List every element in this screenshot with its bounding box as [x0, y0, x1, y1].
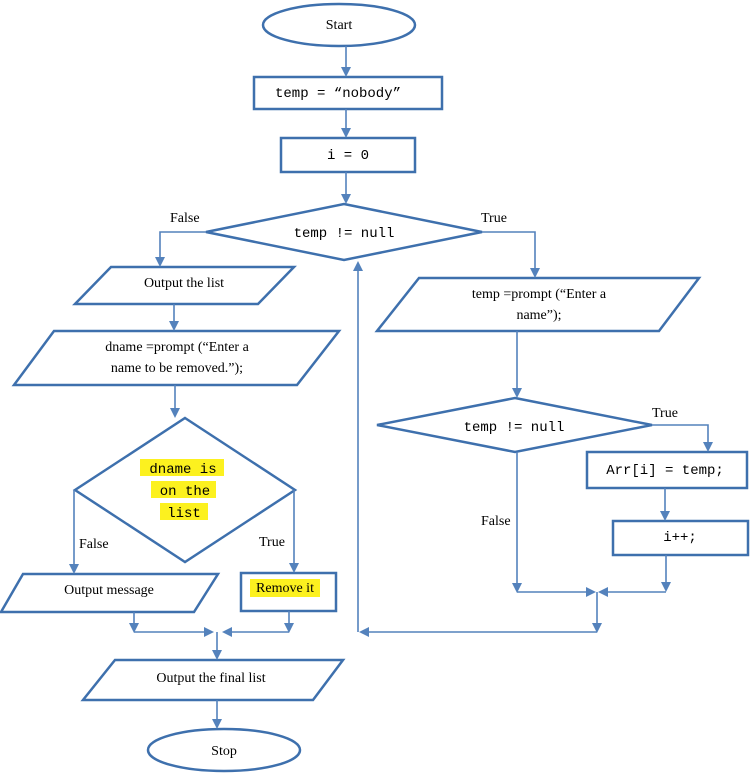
arrow-main-false-to-output-list [155, 231, 206, 267]
arrow-prompt-name-to-inner-condition [512, 331, 522, 398]
list-true-label: True [259, 535, 285, 550]
main-condition-label: temp != null [294, 226, 395, 242]
init-temp-process: temp = “nobody” [252, 75, 444, 111]
arrow-inner-true-to-assign-arr [652, 424, 713, 452]
inner-condition-decision: temp != null [376, 396, 653, 454]
prompt-remove-line-2: name to be removed.”); [111, 361, 243, 376]
inner-true-label: True [652, 406, 678, 421]
init-i-process: i = 0 [279, 136, 417, 174]
prompt-name-line-2: name”); [516, 308, 561, 323]
arrow-init-i-to-main-condition [341, 172, 351, 204]
increment-label: i++; [663, 530, 697, 546]
init-i-label: i = 0 [327, 148, 369, 164]
output-list-io: Output the list [72, 265, 297, 306]
prompt-remove-line-1: dname =prompt (“Enter a [105, 340, 249, 355]
output-message-io: Output message [0, 572, 221, 614]
arrow-init-temp-to-init-i [341, 109, 351, 138]
prompt-remove-io: dname =prompt (“Enter a name to be remov… [11, 329, 342, 387]
inner-condition-label: temp != null [464, 420, 565, 436]
inner-false-label: False [481, 514, 511, 529]
main-true-label: True [481, 211, 507, 226]
prompt-name-line-1: temp =prompt (“Enter a [472, 287, 607, 302]
arrow-merge-right [222, 627, 289, 637]
arrow-on-list-true-to-remove-it [289, 490, 299, 573]
arrow-output-message-down [129, 612, 139, 633]
output-list-label: Output the list [144, 276, 224, 291]
arrow-loop-left [359, 627, 597, 637]
arrow-start-to-init-temp [341, 46, 351, 77]
assign-arr-label: Arr[i] = temp; [606, 463, 724, 479]
arrow-remove-it-down [284, 611, 294, 633]
arrow-output-list-to-prompt-remove [169, 304, 179, 331]
arrow-increment-join [598, 587, 666, 597]
arrow-increment-down [661, 555, 671, 592]
arrow-prompt-remove-to-on-list [170, 385, 180, 418]
main-condition-decision: temp != null [205, 202, 483, 262]
start-terminal: Start [261, 2, 417, 48]
main-false-label: False [170, 211, 200, 226]
list-false-label: False [79, 537, 109, 552]
increment-process: i++; [611, 519, 750, 557]
arrow-main-true-to-prompt-name [482, 231, 540, 278]
arrow-on-list-false-to-output-message [69, 490, 79, 574]
remove-it-process: Remove it [239, 571, 338, 613]
connectors [69, 46, 713, 729]
stop-label: Stop [211, 744, 237, 759]
on-list-line-3: list [167, 506, 201, 522]
on-list-line-2: on the [160, 484, 210, 500]
arrow-inner-false-down [512, 452, 522, 593]
arrow-loop-back-to-main-condition [353, 261, 363, 632]
init-temp-label: temp = “nobody” [275, 86, 401, 102]
output-message-label: Output message [64, 583, 154, 598]
output-final-io: Output the final list [80, 658, 346, 702]
start-label: Start [326, 18, 353, 33]
assign-arr-process: Arr[i] = temp; [585, 450, 749, 490]
arrow-output-final-to-stop [212, 700, 222, 729]
remove-it-label: Remove it [256, 581, 314, 596]
on-list-decision: dname is on the list [72, 416, 298, 564]
stop-terminal: Stop [146, 727, 302, 773]
arrow-false-join [517, 587, 596, 597]
prompt-name-io: temp =prompt (“Enter a name”); [374, 276, 702, 333]
arrow-merge-to-output-final [212, 632, 222, 660]
output-final-label: Output the final list [156, 671, 265, 686]
arrow-merge-left [134, 627, 214, 637]
on-list-line-1: dname is [149, 462, 216, 478]
arrow-join-down [592, 592, 602, 633]
arrow-assign-arr-to-increment [660, 488, 670, 521]
